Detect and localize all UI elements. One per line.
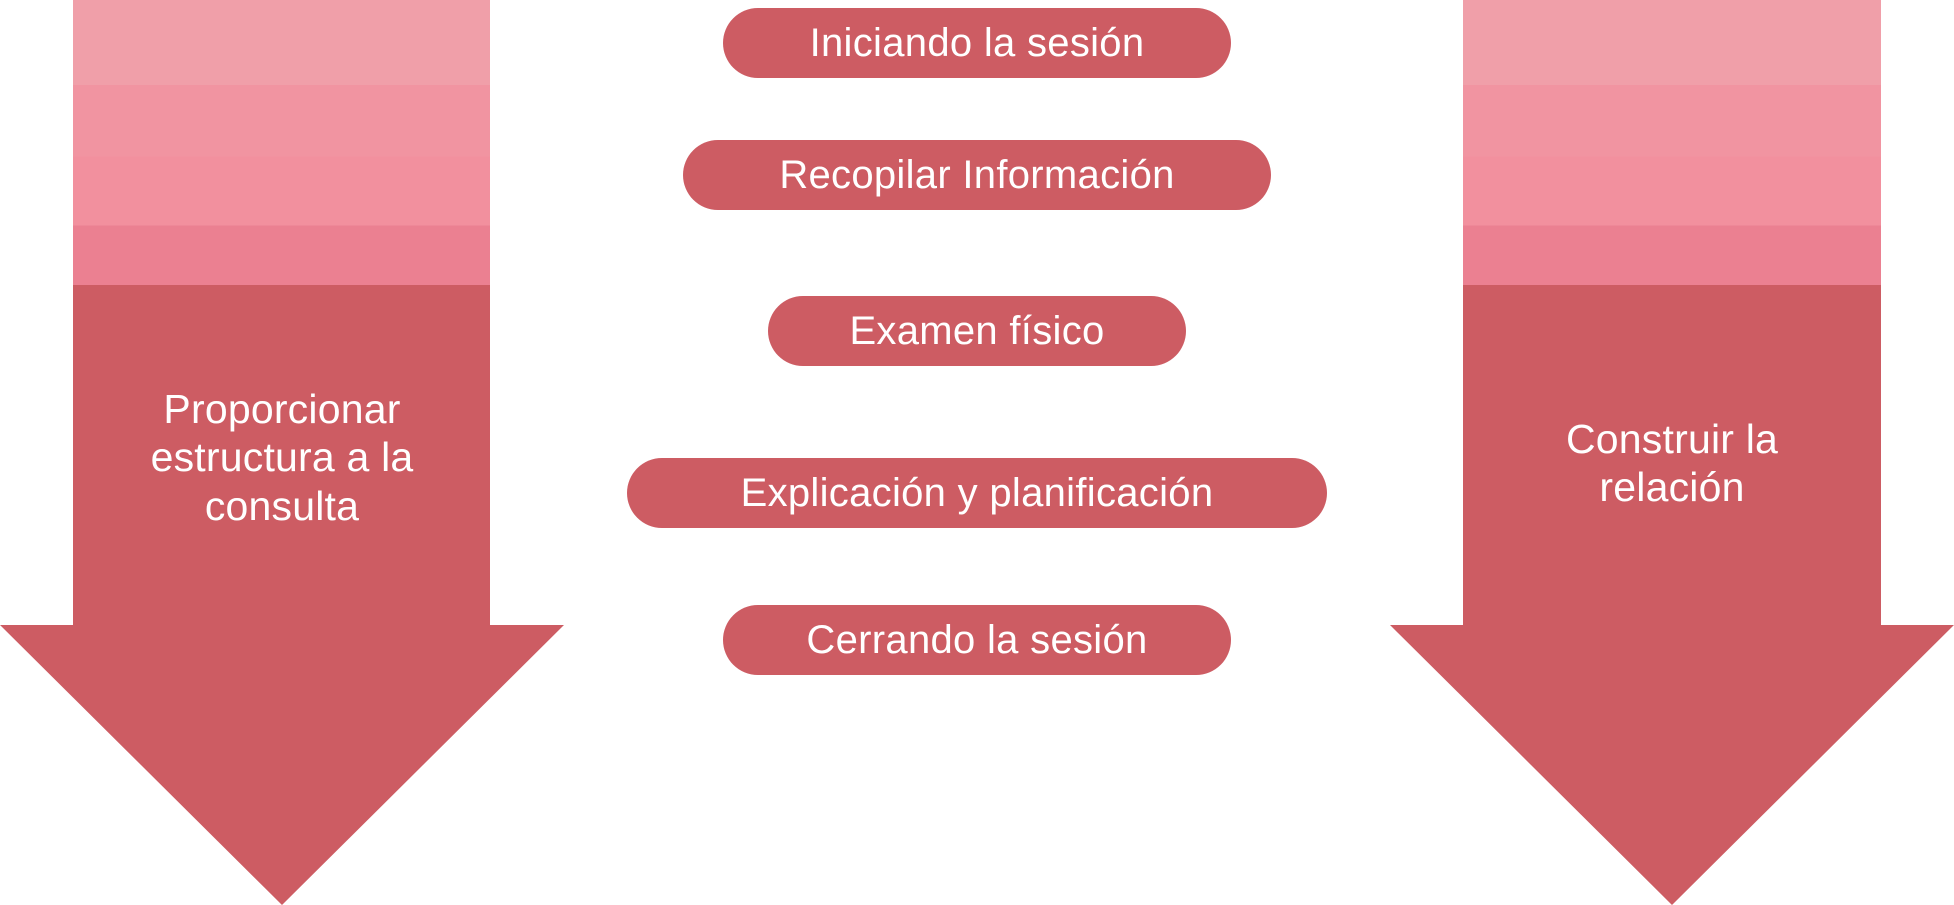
- step-pill-label: Examen físico: [849, 308, 1105, 353]
- down-arrow-icon: [0, 0, 564, 905]
- step-pill-cerrando-la-sesion[interactable]: Cerrando la sesión: [723, 605, 1231, 675]
- construir-relacion-arrow: Construir la relación: [1390, 0, 1954, 905]
- step-pill-recopilar-informacion[interactable]: Recopilar Información: [683, 140, 1271, 210]
- step-pill-label: Explicación y planificación: [740, 470, 1214, 515]
- step-pill-examen-fisico[interactable]: Examen físico: [768, 296, 1186, 366]
- down-arrow-icon: [1390, 0, 1954, 905]
- consultation-steps-list: Iniciando la sesión Recopilar Informació…: [500, 0, 1454, 905]
- step-pill-iniciando-la-sesion[interactable]: Iniciando la sesión: [723, 8, 1231, 78]
- step-pill-label: Recopilar Información: [779, 152, 1175, 197]
- proporcionar-estructura-arrow: Proporcionar estructura a la consulta: [0, 0, 564, 905]
- step-pill-label: Cerrando la sesión: [806, 617, 1148, 662]
- step-pill-explicacion-y-planificacion[interactable]: Explicación y planificación: [627, 458, 1327, 528]
- step-pill-label: Iniciando la sesión: [809, 20, 1145, 65]
